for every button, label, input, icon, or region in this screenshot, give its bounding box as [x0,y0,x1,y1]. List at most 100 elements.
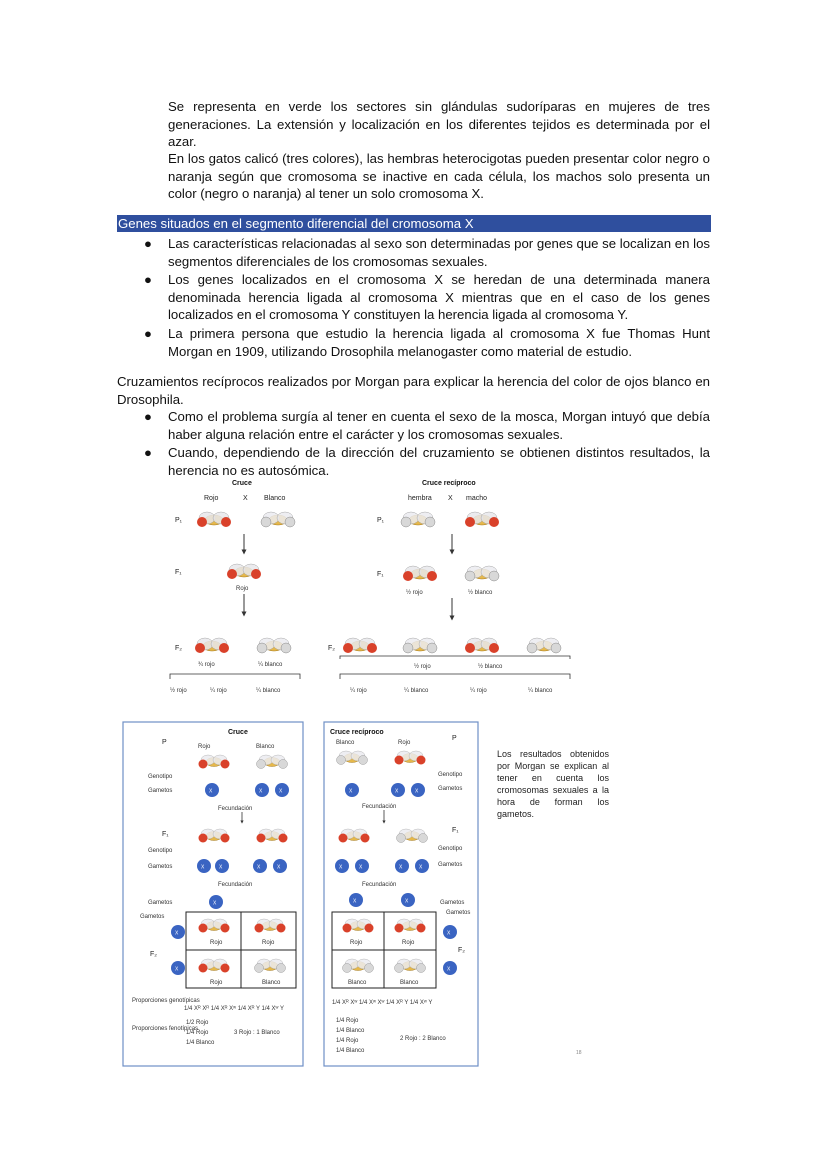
fig2-right-gametos: Gametos [438,786,462,792]
gamete-icon [253,859,267,873]
fig2-left-gametos-4: Gametos [140,914,164,920]
red-eyed-fly-icon [338,828,370,843]
fig2-right-gametos-3: Gametos [440,900,464,906]
white-eyed-fly-icon [342,958,374,973]
fig2-left-prop-gen: Proporciones genotípicas [132,998,200,1004]
gamete-icon [415,859,429,873]
list-item: ●Los genes localizados en el cromosoma X… [144,272,710,323]
fig1-f2-right-b: ½ blanco [478,663,503,670]
section-heading: Genes situados en el segmento diferencia… [117,215,711,232]
white-eyed-fly-icon [336,750,368,765]
fig1-f2-left-a: ¾ rojo [198,662,215,668]
red-eyed-fly-icon [464,637,500,654]
fig1-left-title: Cruce [232,480,252,487]
fig2-left-gametos: Gametos [148,788,172,794]
gamete-icon [443,961,457,975]
fig2-left-cell-rojo-2: Rojo [262,940,275,946]
red-eyed-fly-icon [402,565,438,582]
fig2-left-fecundacion-2: Fecundación [218,882,252,888]
fig1-right-title: Cruce recíproco [422,480,476,487]
gamete-icon [411,783,425,797]
red-eyed-fly-icon [342,637,378,654]
fig2-left-f1: F₁ [162,831,169,838]
fig2-left-rojo: Rojo [198,744,211,750]
gamete-icon [345,783,359,797]
fig2-left-fen-0: 1/2 Rojo [186,1020,209,1026]
fig2-left-p: P [162,739,167,746]
fig1-f1-right-b: ½ blanco [468,589,493,596]
red-eyed-fly-icon [394,750,426,765]
white-eyed-fly-icon [254,958,286,973]
red-eyed-fly-icon [464,511,500,528]
gamete-icon [209,895,223,909]
gamete-icon [355,859,369,873]
fig2-right-ratio: 2 Rojo : 2 Blanco [400,1036,446,1042]
side-note: Los resultados obtenidos por Morgan se e… [497,749,609,819]
fig2-right-genotipo: Genotipo [438,772,463,778]
fig1-f2-right-a: ½ rojo [414,663,431,670]
list-item: ●Como el problema surgía al tener en cue… [144,409,710,442]
fig2-right-rojo: Rojo [398,740,411,746]
gamete-icon [401,893,415,907]
red-eyed-fly-icon [198,958,230,973]
fig2-right-fecundacion-1: Fecundación [362,804,396,810]
fig2-right-fen-2: 1/4 Rojo [336,1038,359,1044]
fig2-right-f1: F₁ [452,827,459,834]
gamete-icon [275,783,289,797]
white-eyed-fly-icon [256,637,292,654]
list-item: ●La primera persona que estudio la heren… [144,325,710,359]
gamete-icon [395,859,409,873]
gamete-icon [171,961,185,975]
fig2-right-fen-0: 1/4 Rojo [336,1018,359,1024]
fig1-f1-left-label: Rojo [236,586,249,592]
fig2-left-fen-2: 1/4 Blanco [186,1040,215,1046]
fig2-right-fen-3: 1/4 Blanco [336,1048,365,1054]
gamete-icon [215,859,229,873]
fig1-bottom-left-2: ¼ blanco [256,688,281,694]
fig2-right-blanco: Blanco [336,740,355,746]
fig2-left-genotipo-2: Genotipo [148,848,173,854]
page-number: 18 [576,1050,582,1056]
red-eyed-fly-icon [196,511,232,528]
fig2-right-gametos-2: Gametos [438,862,462,868]
red-eyed-fly-icon [198,918,230,933]
intro-paragraph-1: Se representa en verde los sectores sin … [168,99,710,150]
gamete-icon [255,783,269,797]
intro-paragraph-2: En los gatos calicó (tres colores), las … [168,151,710,202]
fig2-left-gametos-2: Gametos [148,864,172,870]
fig2-left-gametos-3: Gametos [148,900,172,906]
list-item: ●Las características relacionadas al sex… [144,236,710,269]
section-bullet-list: ●Las características relacionadas al sex… [140,235,710,361]
fig2-left-cell-rojo-1: Rojo [210,940,223,946]
fig2-left-fen-1: 1/4 Rojo [186,1030,209,1036]
gamete-icon [391,783,405,797]
white-eyed-fly-icon [526,637,562,654]
white-eyed-fly-icon [402,637,438,654]
gamete-icon [443,925,457,939]
white-eyed-fly-icon [464,565,500,582]
fig2-right-fecundacion-2: Fecundación [362,882,396,888]
fig1-bottom-left-1: ¼ rojo [210,688,227,694]
red-eyed-fly-icon [254,918,286,933]
fig2-right-cell-blanco-2: Blanco [400,980,419,986]
fig1-right-x: X [448,495,453,502]
gamete-icon [197,859,211,873]
fig1-f1-left: F₁ [175,569,182,576]
fig2-right-f2: F₂ [458,947,465,954]
red-eyed-fly-icon [226,563,262,580]
fig2-right-fen-1: 1/4 Blanco [336,1028,365,1034]
fig1-right-macho: macho [466,495,487,502]
fig2-left-cell-blanco: Blanco [262,980,281,986]
fig2-right-p: P [452,735,457,742]
fig2-left-prop-fen: Proporciones fenotípicas [132,1026,198,1032]
fig1-left-red-label: Rojo [204,495,219,502]
fig1-right-hembra: hembra [408,495,432,502]
fig2-left-cell-rojo-3: Rojo [210,980,223,986]
white-eyed-fly-icon [396,828,428,843]
fig2-left-title: Cruce [228,729,248,736]
gamete-icon [171,925,185,939]
fig1-bottom-right-3: ¼ blanco [528,688,553,694]
gamete-icon [335,859,349,873]
morgan-heading: Cruzamientos recíprocos realizados por M… [117,374,710,407]
fig1-f2-left: F₂ [175,645,182,652]
